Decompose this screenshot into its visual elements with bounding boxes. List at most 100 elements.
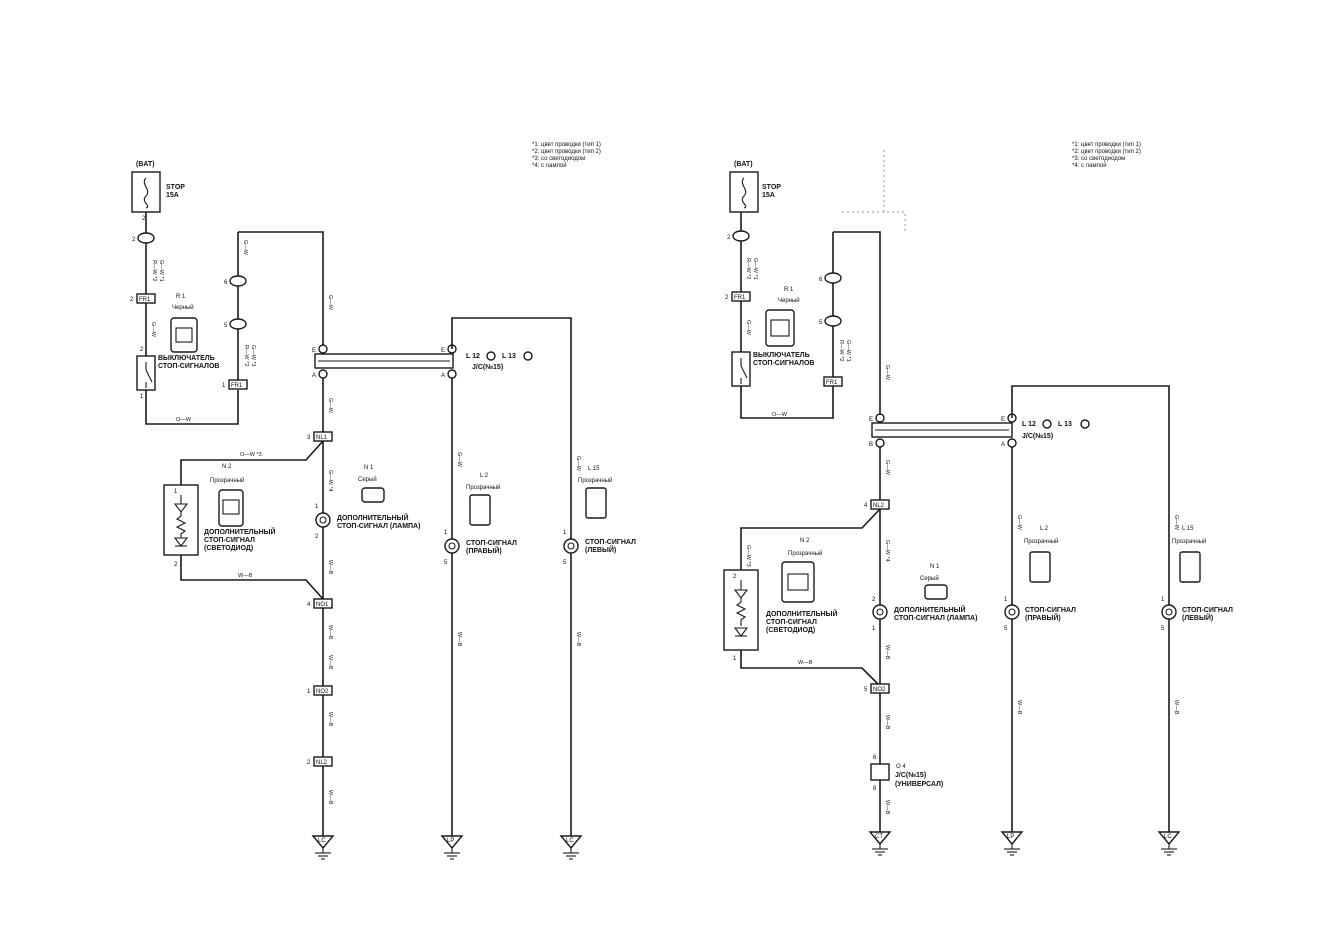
l2-label-1: СТОП-СИГНАЛ (466, 540, 517, 547)
l2-connector-icon (469, 494, 491, 526)
n2-label-2: СТОП-СИГНАЛ (204, 537, 255, 544)
right-notes: *1: цвет проводки (тип 1) *2: цвет прово… (1072, 142, 1141, 169)
fuse-name: STOP (762, 184, 781, 191)
svg-text:NL2: NL2 (316, 760, 328, 766)
ground-lc2-icon: LC (559, 835, 583, 860)
svg-text:W—B: W—B (575, 632, 581, 647)
svg-text:R—W *2: R—W *2 (838, 340, 844, 361)
resistor-icon (175, 512, 187, 538)
svg-text:1: 1 (222, 383, 226, 389)
svg-text:5: 5 (1161, 626, 1165, 632)
n1-color: Серый (358, 476, 377, 483)
svg-text:G—W *3: G—W *3 (745, 545, 751, 567)
svg-text:W—B: W—B (327, 655, 333, 670)
ground-lc-icon: LC (311, 835, 335, 860)
jc-l13: L 13 (502, 353, 516, 360)
fuse-amp: 15A (762, 192, 775, 199)
svg-text:W—B: W—B (456, 632, 462, 647)
svg-text:LC: LC (1164, 834, 1172, 840)
svg-text:G—W: G—W (884, 460, 890, 476)
n2-connector-icon (781, 561, 815, 603)
svg-text:G—W: G—W (745, 320, 751, 336)
svg-text:1: 1 (872, 626, 876, 632)
stop-switch-label-1: ВЫКЛЮЧАТЕЛЬ (158, 355, 215, 362)
resistor-icon (735, 598, 747, 626)
note-4: *4: с лампой (1072, 162, 1107, 169)
svg-text:FR1: FR1 (231, 383, 243, 389)
svg-text:1: 1 (733, 656, 737, 662)
note-1: *1: цвет проводки (тип 1) (1072, 142, 1141, 148)
fuse-icon (741, 177, 747, 209)
o4-label-2: (УНИВЕРСАЛ) (895, 781, 943, 788)
r1-id: R 1 (784, 287, 794, 293)
note-3: *3: со светодиодом (1072, 156, 1125, 162)
svg-text:2: 2 (132, 237, 136, 243)
svg-text:G—W: G—W (456, 452, 462, 468)
svg-text:A: A (1001, 442, 1005, 448)
svg-text:W—B: W—B (1173, 700, 1179, 715)
svg-text:6: 6 (873, 755, 877, 761)
svg-text:G—W *1: G—W *1 (158, 260, 164, 282)
svg-text:NO1: NO1 (316, 602, 329, 608)
jc-l12: L 12 (1022, 421, 1036, 428)
wire (833, 231, 881, 418)
svg-text:W—B: W—B (1016, 700, 1022, 715)
svg-text:5: 5 (444, 560, 448, 566)
n1-id: N 1 (364, 465, 374, 471)
svg-text:CT: CT (875, 834, 883, 840)
svg-text:G—W: G—W (1016, 515, 1022, 531)
wire (180, 440, 324, 485)
fuse-icon (143, 177, 149, 209)
svg-text:1: 1 (1161, 597, 1165, 603)
l15-lamp-icon (563, 538, 579, 554)
n1-label-1: ДОПОЛНИТЕЛЬНЫЙ (894, 605, 966, 614)
connector-pin (137, 232, 155, 244)
l15-connector-icon (1179, 551, 1201, 583)
note-3: *3: со светодиодом (532, 156, 585, 162)
fuse-amp: 15A (166, 192, 179, 199)
svg-text:W—B: W—B (798, 660, 813, 666)
svg-text:LP: LP (1007, 834, 1014, 840)
svg-text:2: 2 (130, 297, 134, 303)
svg-text:NO2: NO2 (873, 687, 886, 693)
svg-text:G—W *1: G—W *1 (752, 258, 758, 280)
n2-color: Прозрачный (788, 550, 822, 557)
svg-text:FR1: FR1 (139, 297, 151, 303)
svg-text:E: E (1001, 417, 1005, 423)
svg-text:5: 5 (819, 320, 823, 326)
svg-text:G—W *1: G—W *1 (845, 340, 851, 362)
n2-connector-icon (218, 489, 244, 527)
connector-no2 (313, 685, 333, 696)
n2-label-1: ДОПОЛНИТЕЛЬНЫЙ (204, 527, 276, 536)
svg-text:W—B: W—B (884, 715, 890, 730)
r1-connector-icon (170, 317, 198, 353)
svg-text:FR1: FR1 (734, 295, 746, 301)
l2-id: L 2 (1040, 526, 1049, 532)
l15-label-2: (ЛЕВЫЙ) (585, 545, 616, 554)
l2-connector-icon (1029, 551, 1051, 583)
l2-color: Прозрачный (466, 484, 500, 491)
n1-lamp-icon (872, 604, 888, 620)
n1-connector-icon (361, 487, 385, 503)
svg-text:G—W: G—W (1173, 515, 1179, 531)
ground-lp-icon: LP (440, 835, 464, 860)
svg-text:W—B: W—B (327, 560, 333, 575)
svg-text:2: 2 (727, 235, 731, 241)
l15-label-1: СТОП-СИГНАЛ (585, 539, 636, 546)
svg-text:G—W: G—W (150, 322, 156, 338)
svg-text:G—W: G—W (884, 365, 890, 381)
svg-text:FR1: FR1 (826, 380, 838, 386)
l15-label-2: (ЛЕВЫЙ) (1182, 613, 1213, 622)
svg-text:O—W: O—W (176, 417, 192, 423)
l2-color: Прозрачный (1024, 538, 1058, 545)
l2-label-2: (ПРАВЫЙ) (466, 546, 502, 555)
n1-id: N 1 (930, 564, 940, 570)
o4-jc-box (870, 763, 890, 781)
svg-text:2: 2 (872, 597, 876, 603)
switch-icon (145, 369, 153, 383)
wire (180, 555, 324, 600)
n2-id: N 2 (222, 464, 232, 470)
bat-label: (BAT) (734, 161, 753, 168)
n2-id: N 2 (800, 538, 810, 544)
